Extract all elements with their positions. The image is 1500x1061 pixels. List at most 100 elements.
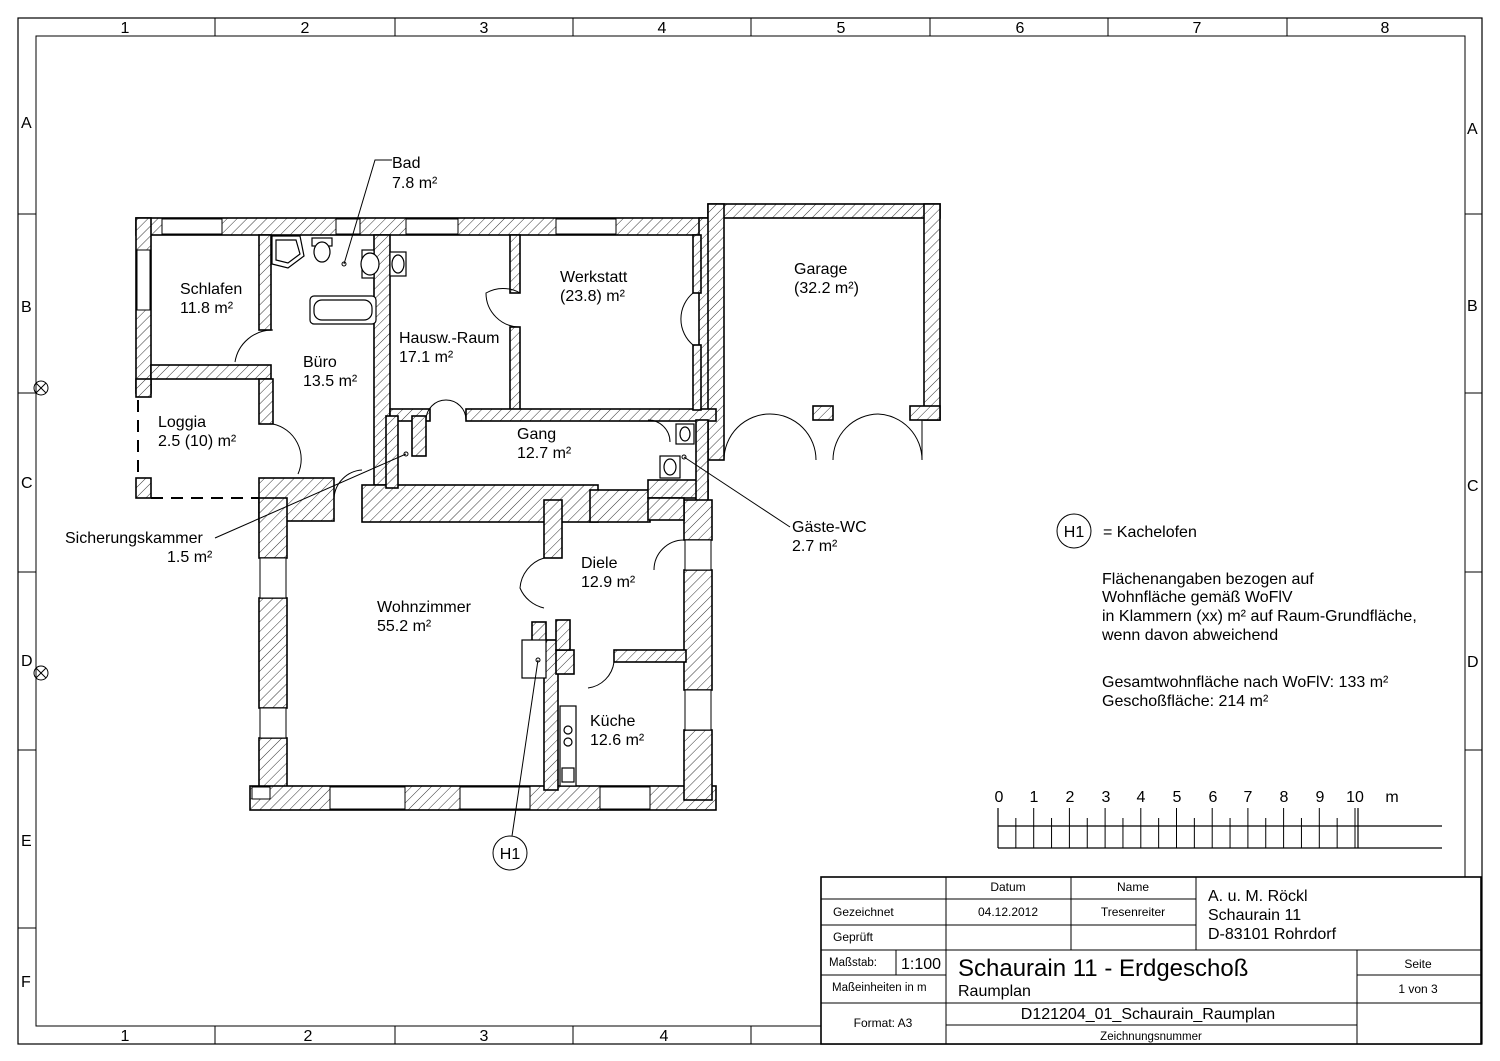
grid-row-d-right: D bbox=[1467, 654, 1479, 671]
tb-drawing-number: D121204_01_Schaurain_Raumplan bbox=[1021, 1006, 1275, 1023]
room-hausw-area: 17.1 m² bbox=[399, 349, 454, 366]
punch-hole-marks bbox=[33, 380, 49, 681]
room-diele-name: Diele bbox=[581, 555, 618, 572]
room-sicherung-area: 1.5 m² bbox=[167, 549, 213, 566]
grid-col-1: 1 bbox=[121, 20, 130, 37]
scale-bar: 0 1 2 3 4 5 6 7 8 9 10 m bbox=[995, 789, 1442, 849]
grid-row-c: C bbox=[21, 475, 33, 492]
grid-col-4: 4 bbox=[658, 20, 667, 37]
tb-owner-3: D-83101 Rohrdorf bbox=[1208, 926, 1337, 943]
tb-col-name: Name bbox=[1117, 880, 1149, 894]
grid-row-b: B bbox=[21, 299, 32, 316]
legend-total-living: Gesamtwohnfläche nach WoFlV: 133 m² bbox=[1102, 674, 1389, 691]
tb-massstab-label: Maßstab: bbox=[829, 957, 877, 969]
scale-tick-9: 9 bbox=[1316, 789, 1325, 806]
room-buero-area: 13.5 m² bbox=[303, 373, 358, 390]
wc-fixtures bbox=[659, 423, 695, 479]
grid-row-a: A bbox=[21, 115, 32, 132]
scale-tick-3: 3 bbox=[1102, 789, 1111, 806]
room-werkstatt-area: (23.8) m² bbox=[560, 288, 626, 305]
tb-seite-label: Seite bbox=[1404, 957, 1432, 971]
scale-tick-2: 2 bbox=[1066, 789, 1075, 806]
leader-lines bbox=[214, 159, 791, 837]
door-swings bbox=[234, 287, 923, 689]
tb-drawing-number-label: Zeichnungsnummer bbox=[1100, 1031, 1202, 1043]
tb-gezeichnet-name: Tresenreiter bbox=[1101, 905, 1165, 919]
room-gang-area: 12.7 m² bbox=[517, 445, 572, 462]
grid-row-labels-right: A B C D bbox=[1467, 121, 1479, 671]
tb-title: Schaurain 11 - Erdgeschoß bbox=[958, 955, 1248, 982]
grid-row-e: E bbox=[21, 833, 32, 850]
room-gang-name: Gang bbox=[517, 426, 556, 443]
scale-tick-7: 7 bbox=[1244, 789, 1253, 806]
room-kueche-name: Küche bbox=[590, 713, 635, 730]
grid-col-8: 8 bbox=[1381, 20, 1390, 37]
legend-marker-text: = Kachelofen bbox=[1103, 524, 1197, 541]
tb-owner-1: A. u. M. Röckl bbox=[1208, 888, 1308, 905]
room-werkstatt-name: Werkstatt bbox=[560, 269, 628, 286]
tb-col-datum: Datum bbox=[990, 880, 1025, 894]
grid-row-labels-left: A B C D E F bbox=[21, 115, 33, 991]
grid-col-6: 6 bbox=[1016, 20, 1025, 37]
legend-note-2: Wohnfläche gemäß WoFlV bbox=[1102, 589, 1293, 606]
grid-row-c-right: C bbox=[1467, 478, 1479, 495]
legend-floor-area: Geschoßfläche: 214 m² bbox=[1102, 693, 1269, 710]
room-kueche-area: 12.6 m² bbox=[590, 732, 645, 749]
scale-tick-0: 0 bbox=[995, 789, 1004, 806]
tb-format: Format: A3 bbox=[854, 1016, 913, 1030]
grid-row-f: F bbox=[21, 974, 31, 991]
grid-col-2-bottom: 2 bbox=[304, 1028, 313, 1045]
room-hausw-name: Hausw.-Raum bbox=[399, 330, 499, 347]
room-loggia-area: 2.5 (10) m² bbox=[158, 433, 237, 450]
room-bad-name: Bad bbox=[392, 155, 420, 172]
scale-tick-4: 4 bbox=[1137, 789, 1146, 806]
grid-col-3: 3 bbox=[480, 20, 489, 37]
room-labels: Bad 7.8 m² Schlafen 11.8 m² Büro 13.5 m²… bbox=[65, 155, 867, 749]
kachelofen-marker-label: H1 bbox=[500, 846, 521, 863]
title-block: Datum Name Gezeichnet 04.12.2012 Tresenr… bbox=[820, 876, 1482, 1045]
room-garage-name: Garage bbox=[794, 261, 847, 278]
tb-einheiten: Maßeinheiten in m bbox=[832, 982, 927, 994]
legend-note-4: wenn davon abweichend bbox=[1101, 627, 1278, 644]
room-schlafen-name: Schlafen bbox=[180, 281, 242, 298]
scale-tick-8: 8 bbox=[1280, 789, 1289, 806]
legend-note-1: Flächenangaben bezogen auf bbox=[1102, 571, 1314, 588]
kachelofen-marker-circle bbox=[492, 835, 528, 871]
tb-row-geprueft: Geprüft bbox=[833, 930, 874, 944]
grid-row-b-right: B bbox=[1467, 298, 1478, 315]
grid-column-labels-bottom: 1 2 3 4 bbox=[121, 1028, 669, 1045]
grid-col-4-bottom: 4 bbox=[660, 1028, 669, 1045]
grid-row-a-right: A bbox=[1467, 121, 1478, 138]
tb-row-gezeichnet: Gezeichnet bbox=[833, 905, 894, 919]
scale-minor-ticks bbox=[997, 808, 1356, 848]
scale-tick-5: 5 bbox=[1173, 789, 1182, 806]
room-loggia-name: Loggia bbox=[158, 414, 206, 431]
grid-col-7: 7 bbox=[1193, 20, 1202, 37]
bath-fixtures bbox=[271, 235, 407, 325]
legend-marker-circle bbox=[1056, 513, 1092, 549]
legend: H1 = Kachelofen Flächenangaben bezogen a… bbox=[1056, 513, 1417, 710]
loggia-boundary bbox=[137, 400, 259, 499]
room-schlafen-area: 11.8 m² bbox=[180, 300, 234, 317]
room-wohnzimmer-name: Wohnzimmer bbox=[377, 599, 472, 616]
room-buero-name: Büro bbox=[303, 354, 337, 371]
tb-gezeichnet-datum: 04.12.2012 bbox=[978, 905, 1038, 919]
grid-col-1-bottom: 1 bbox=[121, 1028, 130, 1045]
legend-note-3: in Klammern (xx) m² auf Raum-Grundfläche… bbox=[1102, 608, 1417, 625]
grid-col-5: 5 bbox=[837, 20, 846, 37]
stove-base bbox=[521, 639, 547, 679]
room-sicherung-name: Sicherungskammer bbox=[65, 530, 204, 547]
tb-owner-2: Schaurain 11 bbox=[1208, 907, 1301, 924]
scale-tick-1: 1 bbox=[1030, 789, 1039, 806]
legend-marker: H1 bbox=[1064, 524, 1085, 541]
tb-massstab-value: 1:100 bbox=[901, 956, 941, 973]
tb-subtitle: Raumplan bbox=[958, 983, 1031, 1000]
room-diele-area: 12.9 m² bbox=[581, 574, 636, 591]
scale-unit: m bbox=[1385, 789, 1398, 806]
room-garage-area: (32.2 m²) bbox=[794, 280, 859, 297]
scale-tick-10: 10 bbox=[1346, 789, 1364, 806]
windows bbox=[136, 218, 712, 810]
grid-column-labels-top: 1 2 3 4 5 6 7 8 bbox=[121, 20, 1390, 37]
room-gaeste-wc-name: Gäste-WC bbox=[792, 519, 867, 536]
